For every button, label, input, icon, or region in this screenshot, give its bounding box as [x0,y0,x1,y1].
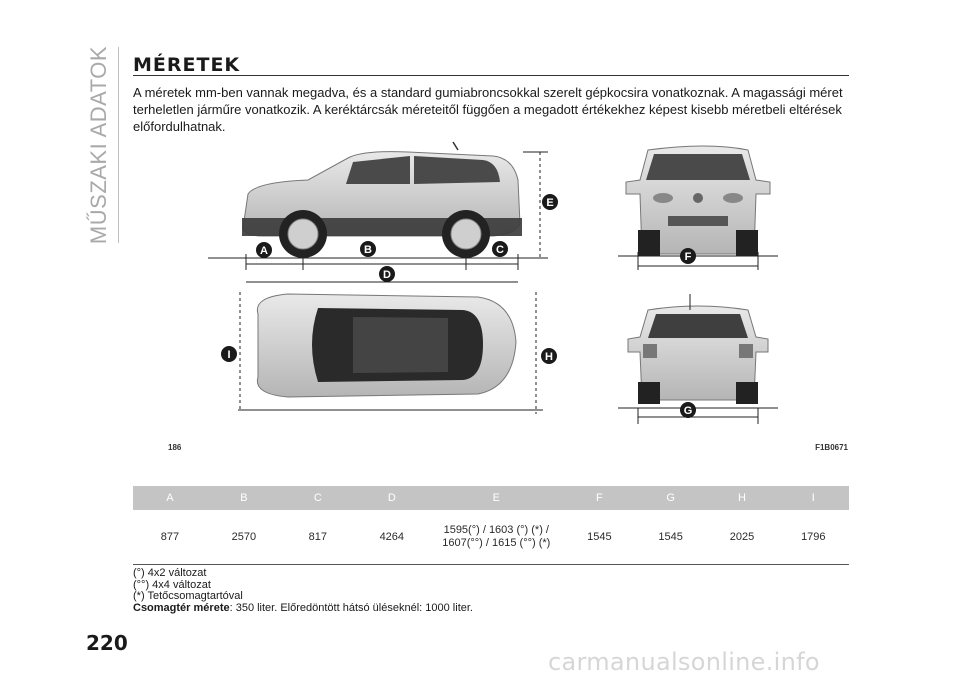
label-e: E [546,197,553,209]
footnote-4x4: (°°) 4x4 változat [133,578,211,591]
car-top-view [256,293,517,398]
label-d-badge: D [379,266,395,282]
col-header-i: I [777,486,849,510]
label-b-badge: B [360,241,376,257]
trunk-size-line: Csomagtér mérete: 350 liter. Előredöntöt… [133,601,473,615]
cell-i: 1796 [777,510,849,565]
title-rule [133,75,849,76]
label-i-badge: I [221,346,237,362]
trunk-size-text: : 350 liter. Előredöntött hátsó ülésekné… [229,601,473,614]
car-front-view [625,145,771,256]
page-title: MÉRETEK [133,54,241,76]
label-a: A [260,245,268,257]
trunk-size-label: Csomagtér mérete [133,601,230,614]
figure-ref-right: F1B0671 [815,443,848,452]
col-header-c: C [280,486,355,510]
col-header-b: B [206,486,281,510]
car-rear-view [627,305,769,404]
cell-b: 2570 [206,510,281,565]
col-header-h: H [706,486,778,510]
label-f-badge: F [680,248,696,264]
table-row: 877 2570 817 4264 1595(°) / 1603 (°) (*)… [133,510,849,565]
intro-paragraph: A méretek mm-ben vannak megadva, és a st… [133,85,843,134]
dimensions-figure: A B C D E F G H I 186 F1B0671 [148,132,850,457]
label-a-badge: A [256,242,272,258]
label-g-badge: G [680,402,696,418]
label-b: B [364,244,372,256]
car-side-view [242,141,522,258]
footnote-4x2: (°) 4x2 változat [133,567,207,579]
table-header-row: A B C D E F G H I [133,486,849,510]
label-c-badge: C [492,241,508,257]
col-header-e: E [428,486,564,510]
col-header-a: A [133,486,207,510]
col-header-d: D [354,486,429,510]
label-c: C [496,244,504,256]
label-h-badge: H [541,348,557,364]
label-i: I [227,349,230,361]
cell-c: 817 [280,510,355,565]
footnotes: (°) 4x2 változat (°°) 4x4 változat (*) T… [133,567,473,615]
side-divider [118,47,119,243]
section-side-tab-label: MŰSZAKI ADATOK [86,45,111,245]
cell-h: 2025 [706,510,778,565]
section-side-tab: MŰSZAKI ADATOK [84,46,114,244]
dimensions-diagram: A B C D E F G H I 186 F1B0671 [168,141,849,452]
cell-a: 877 [133,510,207,565]
label-h: H [545,351,553,363]
cell-d: 4264 [354,510,429,565]
col-header-f: F [563,486,635,510]
label-g: G [684,405,693,417]
col-header-g: G [635,486,707,510]
dimensions-table: A B C D E F G H I 877 2570 817 4264 1595… [133,486,849,565]
label-d: D [383,269,391,281]
cell-f: 1545 [563,510,635,565]
footnote-roof-rack: (*) Tetőcsomagtartóval [133,590,243,602]
label-e-badge: E [542,194,558,210]
page-number: 220 [86,631,128,655]
watermark: carmanualsonline.info [548,648,820,676]
label-f: F [685,251,692,263]
cell-g: 1545 [635,510,707,565]
cell-e: 1595(°) / 1603 (°) (*) / 1607(°°) / 1615… [428,510,564,565]
figure-ref-left: 186 [168,443,182,452]
